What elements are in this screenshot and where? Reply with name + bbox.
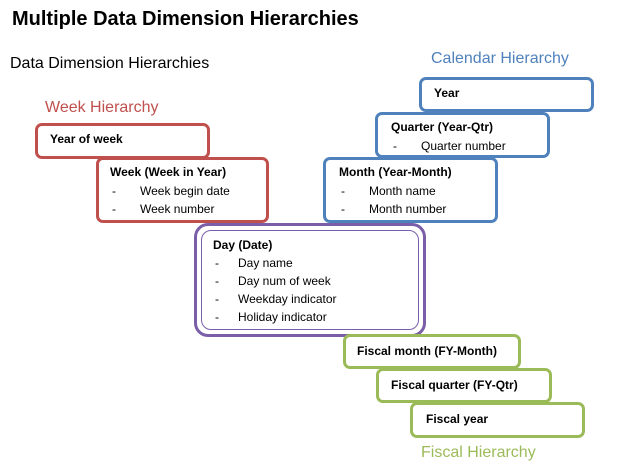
year-of-week-box: Year of week <box>35 123 210 159</box>
fiscal-month-box: Fiscal month (FY-Month) <box>343 334 521 369</box>
day-attribute: Day num of week <box>213 272 418 290</box>
day-box-inner: Day (Date) Day name Day num of week Week… <box>201 230 419 330</box>
day-attribute: Holiday indicator <box>213 308 418 326</box>
page-title: Multiple Data Dimension Hierarchies <box>12 8 359 30</box>
month-box: Month (Year-Month) Month name Month numb… <box>323 157 498 223</box>
quarter-box: Quarter (Year-Qtr) Quarter number <box>375 112 550 158</box>
day-box: Day (Date) Day name Day num of week Week… <box>194 223 426 337</box>
fiscal-month-title: Fiscal month (FY-Month) <box>357 344 497 358</box>
month-attribute: Month number <box>339 200 495 218</box>
fiscal-quarter-box: Fiscal quarter (FY-Qtr) <box>376 368 552 403</box>
fiscal-hierarchy-label: Fiscal Hierarchy <box>421 444 536 461</box>
day-attribute: Day name <box>213 254 418 272</box>
quarter-title: Quarter (Year-Qtr) <box>391 120 494 134</box>
month-title: Month (Year-Month) <box>339 165 452 179</box>
week-attribute: Week number <box>110 200 266 218</box>
calendar-hierarchy-label: Calendar Hierarchy <box>431 50 569 67</box>
fiscal-year-box: Fiscal year <box>410 402 585 438</box>
year-box: Year <box>419 77 594 112</box>
fiscal-quarter-title: Fiscal quarter (FY-Qtr) <box>391 378 518 392</box>
week-attribute: Week begin date <box>110 182 266 200</box>
fiscal-year-title: Fiscal year <box>426 412 489 426</box>
day-attribute: Weekday indicator <box>213 290 418 308</box>
month-attribute: Month name <box>339 182 495 200</box>
diagram-subtitle: Data Dimension Hierarchies <box>10 55 210 72</box>
year-title: Year <box>434 86 460 100</box>
week-box: Week (Week in Year) Week begin date Week… <box>96 157 269 223</box>
day-title: Day (Date) <box>213 238 273 252</box>
quarter-attribute: Quarter number <box>391 137 547 155</box>
year-of-week-title: Year of week <box>50 132 123 146</box>
week-title: Week (Week in Year) <box>110 165 227 179</box>
week-hierarchy-label: Week Hierarchy <box>45 99 159 116</box>
